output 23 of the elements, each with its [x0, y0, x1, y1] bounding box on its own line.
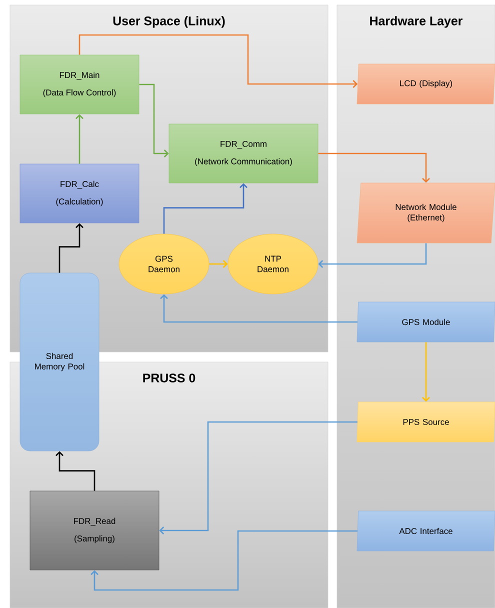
process-box: FDR_Main (Data Flow Control) — [20, 54, 140, 114]
arrow — [58, 223, 84, 273]
process-box: FDR_Calc (Calculation) — [20, 164, 140, 224]
arrow — [76, 114, 84, 164]
process-box: FDR_Read (Sampling) — [30, 490, 160, 570]
arrow — [159, 421, 358, 534]
process-box: FDR_Comm (Network Communication) — [168, 124, 318, 184]
hardware-parallelogram: GPS Module — [356, 302, 495, 342]
hardware-parallelogram: Network Module (Ethernet) — [356, 182, 495, 244]
arrow — [318, 243, 427, 268]
arrow — [90, 530, 358, 591]
hardware-parallelogram: ADC Interface — [356, 510, 495, 552]
hardware-parallelogram: LCD (Display) — [356, 64, 495, 104]
arrow — [163, 183, 248, 234]
arrow — [160, 294, 358, 323]
arrow — [422, 342, 430, 402]
hardware-parallelogram: PPS Source — [356, 402, 495, 442]
arrow — [139, 84, 169, 158]
arrow — [318, 152, 430, 183]
arrow — [78, 34, 358, 88]
arrow — [209, 260, 228, 268]
arrow — [56, 451, 96, 491]
memory-block: Shared Memory Pool — [20, 272, 100, 452]
